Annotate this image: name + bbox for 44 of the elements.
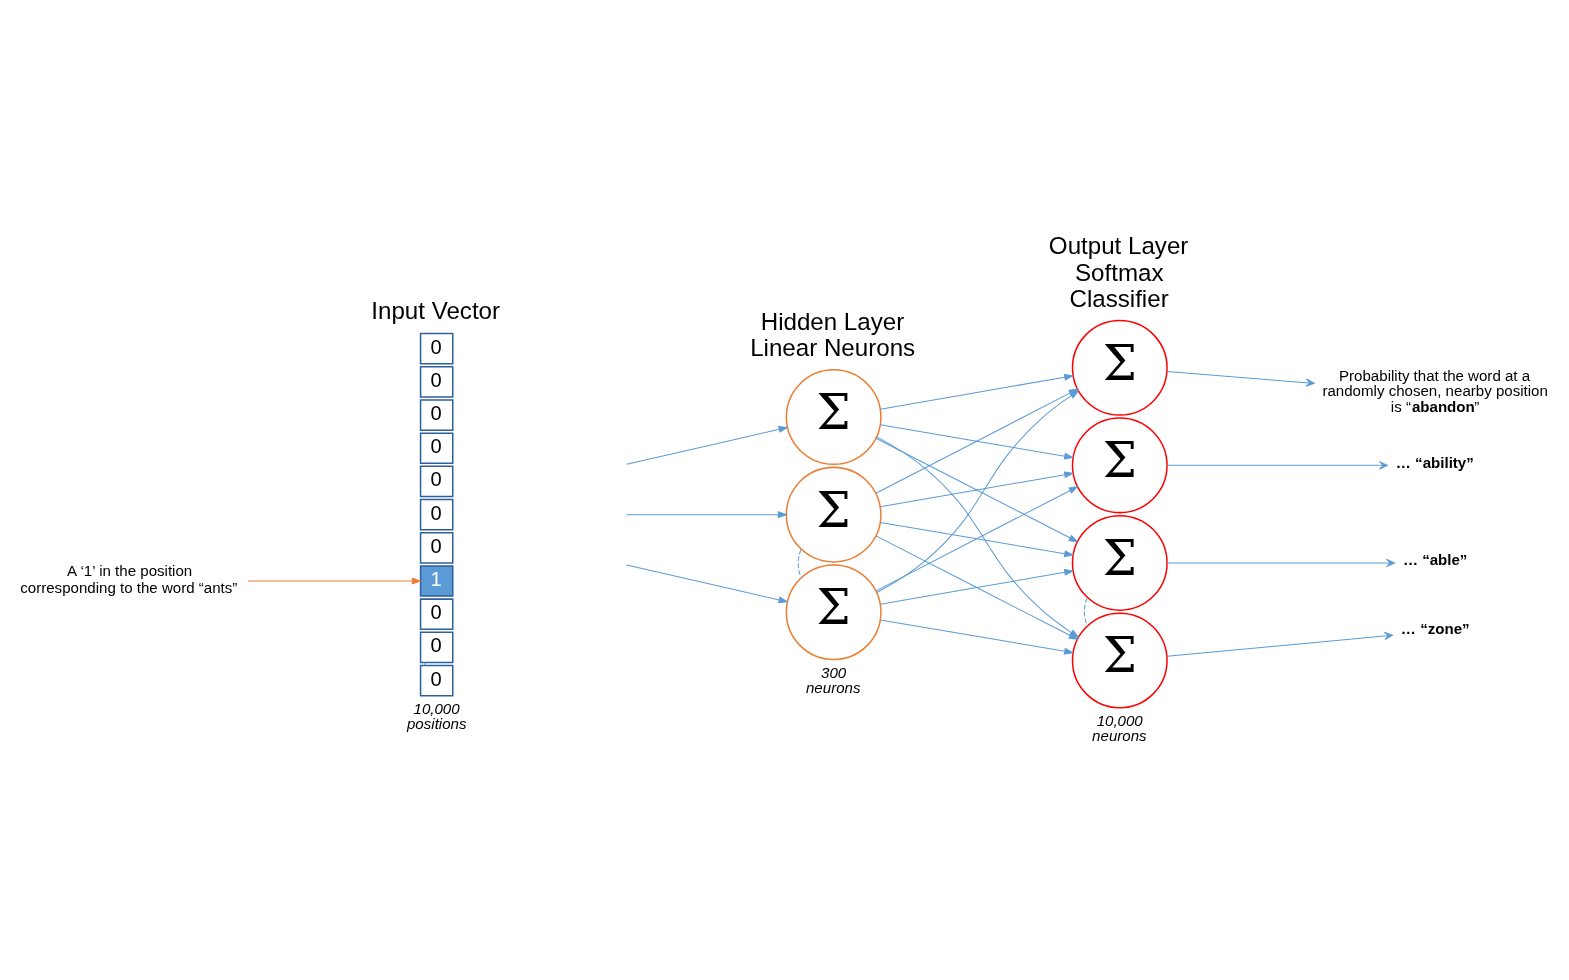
arrow: [626, 426, 789, 465]
arrow: [1166, 558, 1396, 568]
node-circle: Σ: [785, 466, 882, 563]
arrow: [626, 564, 789, 604]
arrow: [879, 568, 1075, 605]
arrow: [879, 373, 1075, 410]
node-box: 0: [419, 498, 454, 531]
node-box: 0: [419, 332, 454, 365]
label: Hidden Layer Linear Neurons: [750, 307, 916, 361]
label: Input Vector: [371, 296, 501, 324]
arrow: [875, 437, 1079, 543]
node-label: 300 neurons: [805, 663, 861, 696]
node-text: Probability that the word at a randomly chosen, nearby position is “abandon”: [1322, 367, 1548, 415]
node-label: 10,000 neurons: [1092, 711, 1147, 744]
arrow: [879, 424, 1075, 460]
connector: [424, 662, 426, 666]
node-box: 0: [419, 532, 454, 564]
node-box: 0: [419, 366, 454, 398]
arrow: [875, 486, 1079, 592]
arrow: [879, 619, 1075, 655]
arrow: [626, 511, 788, 519]
node-box: 1: [419, 565, 454, 597]
node-circle: Σ: [785, 564, 882, 661]
node-text: … “zone”: [1400, 619, 1470, 637]
arrow: [879, 521, 1075, 558]
node-box: 0: [419, 432, 454, 465]
connector: [797, 549, 802, 579]
node-text: … “able”: [1402, 551, 1468, 569]
node-text: … “ability”: [1395, 453, 1474, 471]
node-circle: Σ: [785, 369, 882, 466]
node-box: 0: [419, 399, 454, 431]
arrow: [247, 577, 422, 585]
node-text: A ‘1’ in the position corresponding to the word “ants”: [20, 561, 238, 597]
label: Output Layer Softmax Classifier: [1048, 232, 1189, 312]
node-circle: Σ: [1071, 417, 1168, 514]
arrow: [1166, 371, 1315, 387]
arrow: [879, 471, 1075, 508]
node-label: 10,000 positions: [406, 699, 467, 732]
node-box: 0: [419, 598, 454, 631]
arrow: [1166, 461, 1389, 470]
arrow: [1166, 631, 1394, 657]
connector: [1083, 597, 1088, 627]
node-box: 0: [419, 465, 454, 498]
node-circle: Σ: [1071, 514, 1168, 611]
